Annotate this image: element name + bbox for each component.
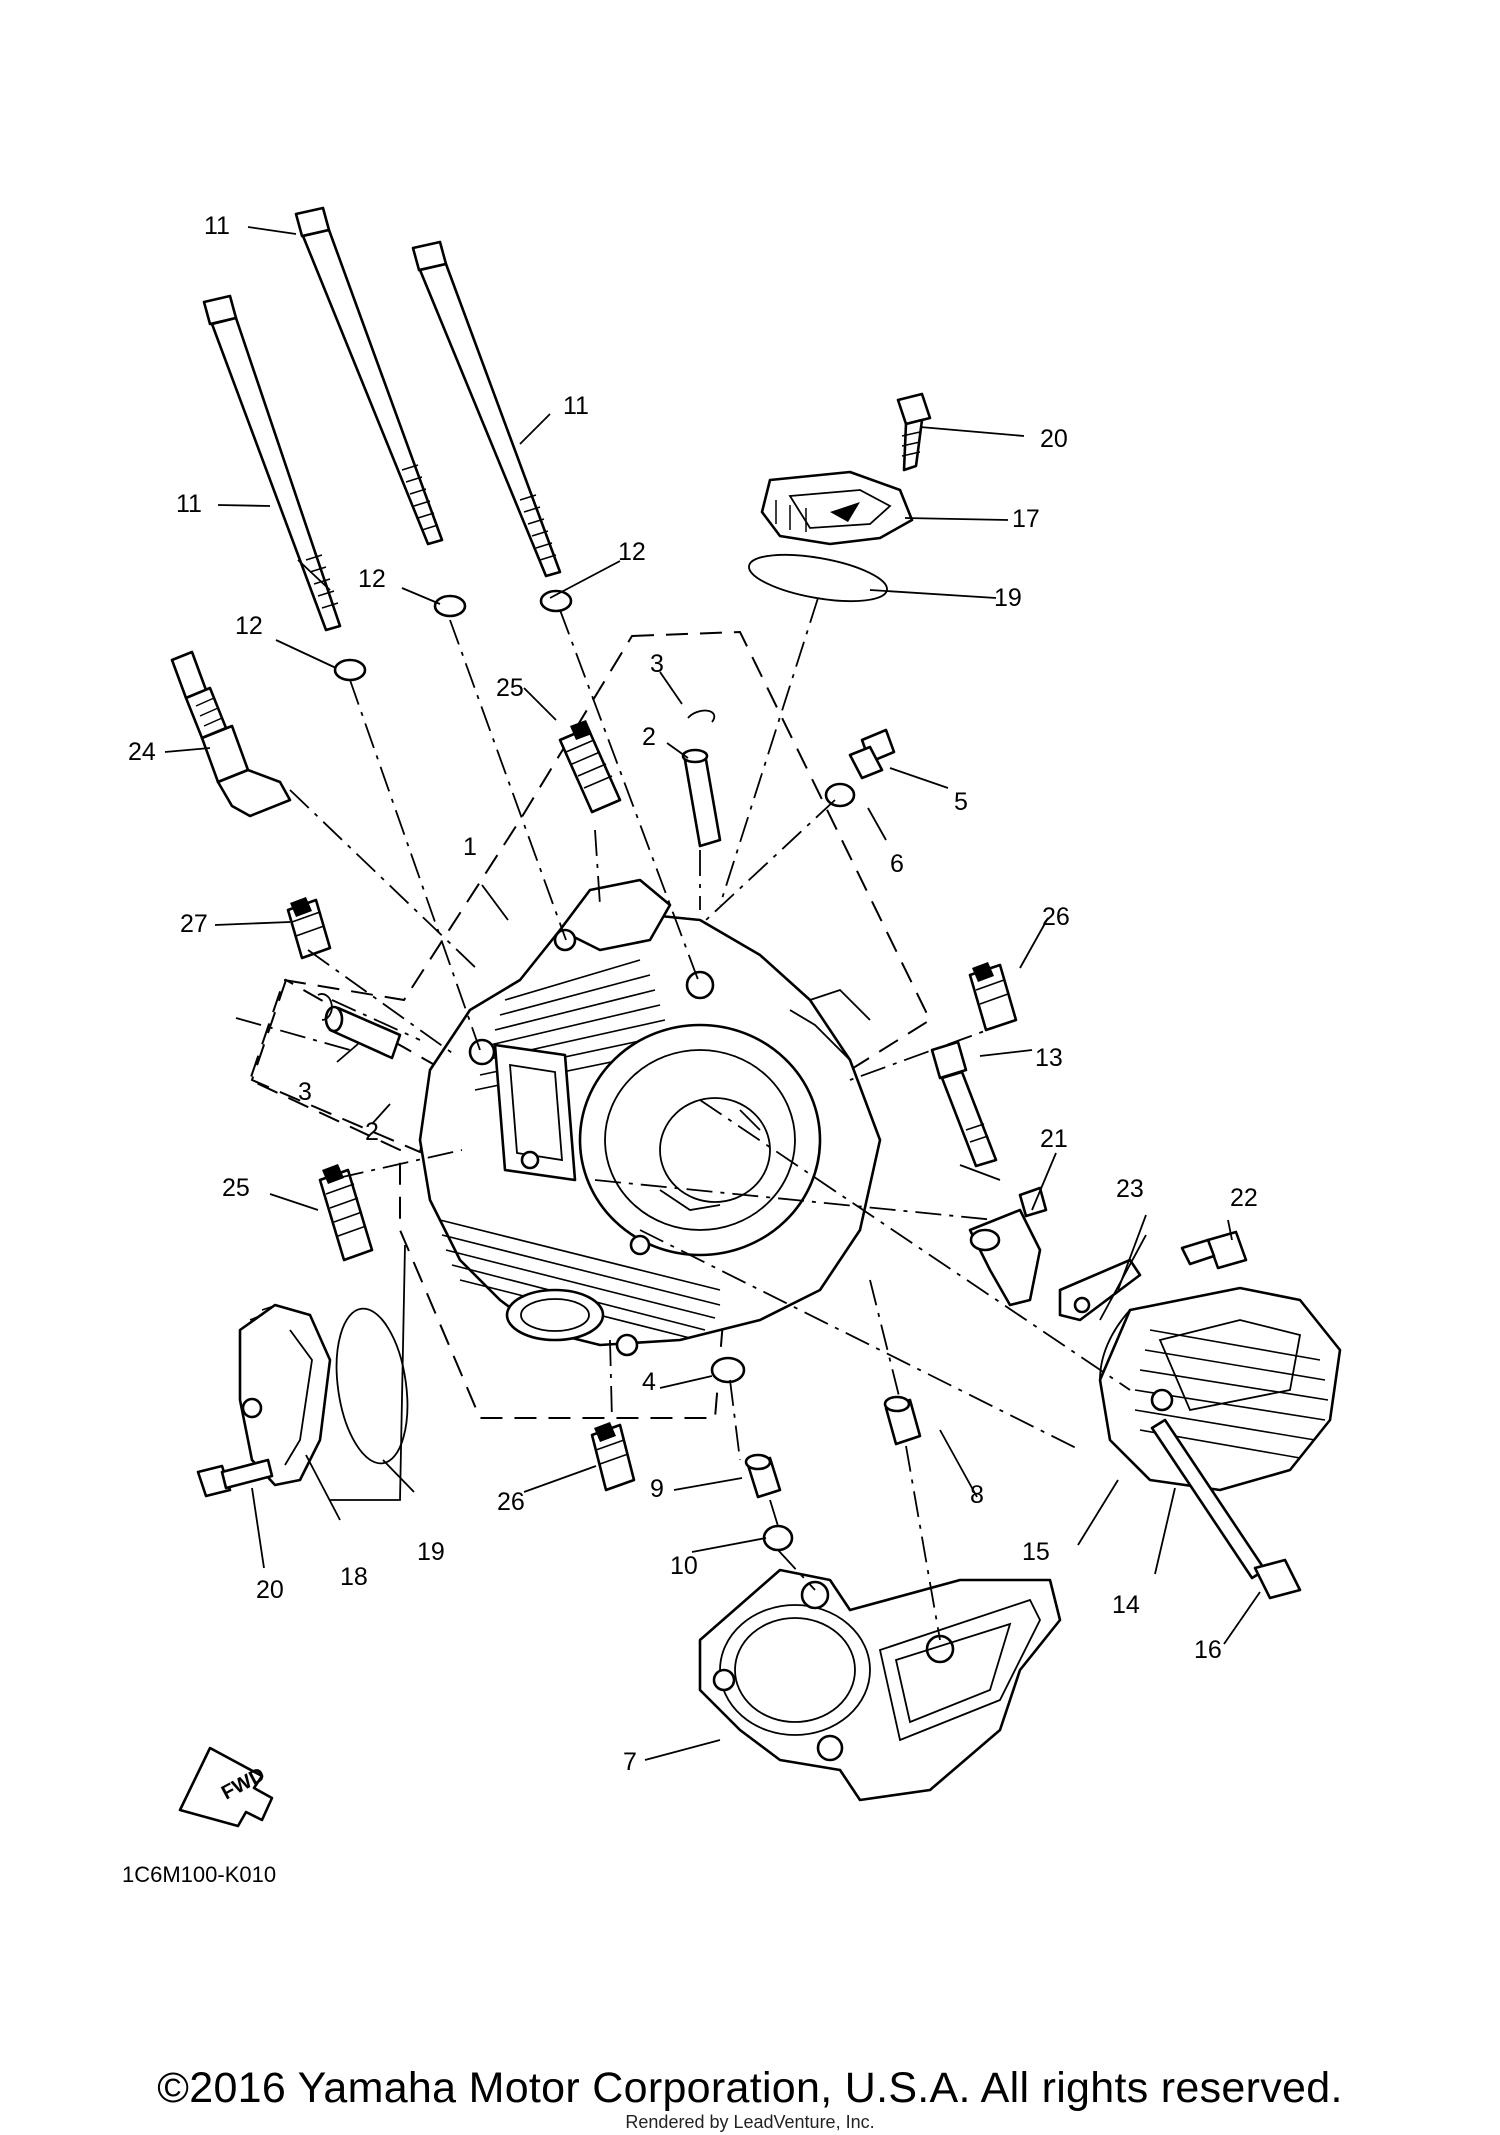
callout: 3 [650,650,664,678]
callout: 5 [954,788,968,816]
callout: 26 [1042,903,1070,931]
callout: 6 [890,850,904,878]
callout: 20 [256,1576,284,1604]
callout: 22 [1230,1184,1258,1212]
seal-10 [762,1524,794,1552]
washer-6 [824,782,856,808]
valve-assembly-dashed-box-intake [248,630,932,1419]
callout: 2 [642,723,656,751]
washer-center [433,594,467,618]
cylinder-head-side-cover [1098,1286,1342,1492]
callout: 12 [618,538,646,566]
callout: 2 [365,1118,379,1146]
callout: 23 [1116,1175,1144,1203]
valve-spring-upper [558,720,622,814]
cylinder-head-gasket [698,1568,1062,1802]
callout: 11 [563,392,589,420]
side-cover-bolt-16 [1150,1418,1302,1600]
o-ring-left [335,1307,409,1465]
leader-lines [164,226,1261,1761]
cam-chain-guide-21 [968,1186,1048,1307]
callout: 12 [358,565,386,593]
callout: 25 [222,1174,250,1202]
callout: 27 [180,910,208,938]
head-bolt-long-center [294,206,444,546]
callout: 21 [1040,1125,1068,1153]
o-ring-top [748,553,888,603]
copyright-notice: ©2016 Yamaha Motor Corporation, U.S.A. A… [157,2064,1343,2112]
callout: 13 [1035,1044,1063,1072]
tappet-cover-left-bolt [196,1458,274,1498]
tappet-cover-left [238,1303,332,1487]
tappet-cover-top [760,470,914,546]
spark-plug [170,650,292,818]
callout: 24 [128,738,156,766]
bolt-22 [1180,1230,1248,1270]
callout: 26 [497,1488,525,1516]
seal-4 [710,1356,746,1384]
callout: 10 [670,1552,698,1580]
callout: 3 [298,1078,312,1106]
callout: 9 [650,1475,664,1503]
callout: 15 [1022,1538,1050,1566]
render-watermark: Rendered by LeadVenture, Inc. [625,2112,875,2132]
plug-left [286,897,332,960]
bracket-23 [1058,1258,1142,1322]
callout: 20 [1040,425,1068,453]
fwd-arrow-icon: FWD [178,1746,274,1828]
cylinder-head [418,878,882,1357]
callout: 7 [623,1748,637,1776]
callout: 4 [642,1368,656,1396]
bolt-13 [930,1040,998,1168]
clip-lower [317,993,333,1021]
head-bolt-long-left [202,294,342,632]
callout: 25 [496,674,524,702]
washer-right [539,589,573,613]
washer-left [333,658,367,682]
callout-labels: 1 2 2 3 3 4 5 6 7 8 9 10 11 11 11 12 12 … [128,212,1258,1776]
plug-lower-center [590,1422,636,1492]
callout: 17 [1012,505,1040,533]
plug-upper-right [968,962,1018,1032]
dowel-9 [744,1453,782,1499]
callout: 12 [235,612,263,640]
callout: 8 [970,1481,984,1509]
callout: 11 [204,212,230,240]
callout: 16 [1194,1636,1222,1664]
bolt-5 [848,728,896,780]
callout: 11 [176,490,202,518]
callout: 14 [1112,1591,1140,1619]
diagram-reference-code: 1C6M100-K010 [122,1862,276,1887]
valve-spring-lower [318,1164,374,1262]
callout: 18 [340,1563,368,1591]
valve-assembly-dashed-box-exhaust [250,978,442,1154]
head-bolt-long-right [411,240,562,578]
dowel-8 [883,1395,922,1446]
callout: 1 [463,833,477,861]
tappet-cover-top-bolt [896,392,932,472]
callout: 19 [994,584,1022,612]
clip-upper [687,709,716,723]
valve-guide-upper [681,748,722,848]
callout: 19 [417,1538,445,1566]
